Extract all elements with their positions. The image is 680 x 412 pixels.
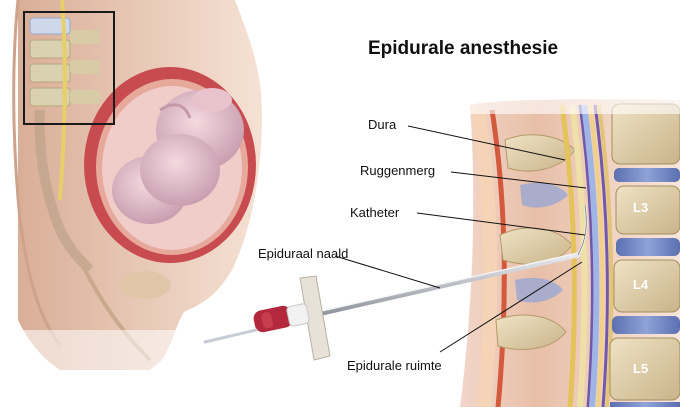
pregnant-body-illustration [0, 0, 280, 407]
label-dura: Dura [368, 117, 396, 132]
vertebra-label-l3: L3 [633, 200, 648, 215]
label-epidural-space: Epidurale ruimte [347, 358, 442, 373]
vertebra-label-l4: L4 [633, 277, 648, 292]
label-needle: Epiduraal naald [258, 246, 348, 261]
label-spinal-cord: Ruggenmerg [360, 163, 435, 178]
vertebra-label-l5: L5 [633, 361, 648, 376]
diagram-title: Epidurale anesthesie [368, 38, 558, 60]
label-catheter: Katheter [350, 205, 399, 220]
